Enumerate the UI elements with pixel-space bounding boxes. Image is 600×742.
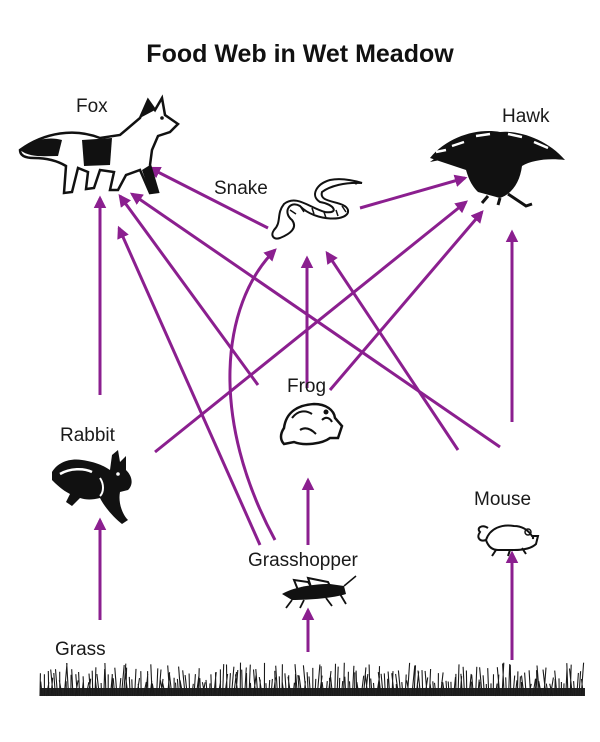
- label-grasshopper: Grasshopper: [248, 550, 358, 571]
- grass-icon: [39, 662, 585, 697]
- diagram-title: Food Web in Wet Meadow: [146, 40, 454, 68]
- rabbit-icon: [52, 450, 132, 524]
- label-rabbit: Rabbit: [60, 425, 115, 446]
- arrow-snake-to-fox: [147, 166, 269, 230]
- label-fox: Fox: [76, 96, 108, 117]
- label-hawk: Hawk: [502, 106, 550, 127]
- arrow-grasshopper-to-fox: [117, 225, 262, 546]
- label-mouse: Mouse: [474, 489, 532, 510]
- fox-icon: [18, 94, 180, 195]
- frog-icon: [279, 402, 344, 446]
- grasshopper-icon: [282, 575, 357, 609]
- arrow-mouse-to-snake: [325, 250, 460, 451]
- hawk-icon: [430, 131, 565, 208]
- arrow-frog-to-fox: [118, 193, 260, 386]
- label-frog: Frog: [287, 376, 327, 397]
- arrow-snake-to-hawk: [359, 174, 468, 210]
- label-snake: Snake: [214, 178, 268, 199]
- arrow-layer: [93, 166, 519, 660]
- arrow-grasshopper-to-snake: [228, 248, 277, 541]
- arrow-rabbit-to-hawk: [154, 200, 468, 454]
- snake-icon: [271, 178, 363, 240]
- mouse-icon: [477, 524, 540, 557]
- label-grass: Grass: [55, 639, 106, 660]
- arrow-frog-to-hawk: [328, 210, 484, 391]
- arrow-mouse-to-fox: [129, 192, 501, 449]
